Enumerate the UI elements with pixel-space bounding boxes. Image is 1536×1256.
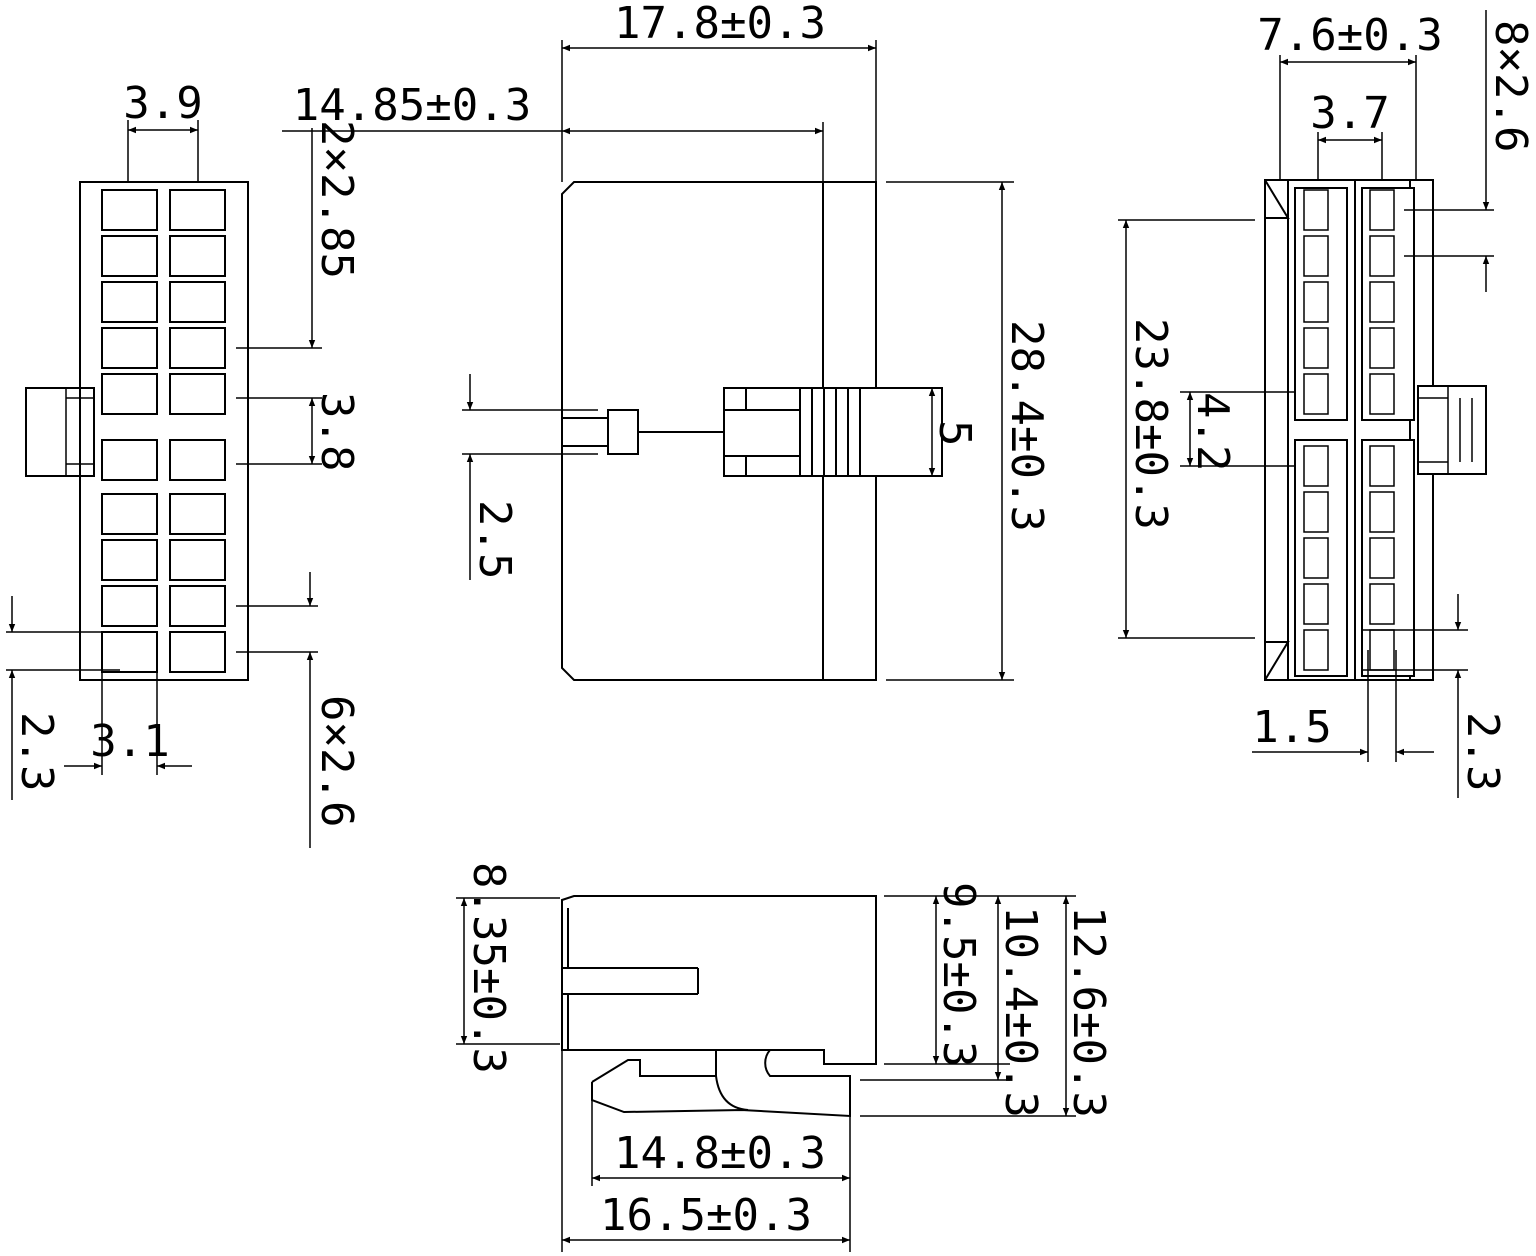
rear-height-label: 23.8±0.3	[1125, 318, 1176, 530]
rear-contact	[1303, 629, 1329, 671]
rear-contact	[1369, 281, 1395, 323]
front-cavity	[169, 631, 226, 673]
rear-contact	[1369, 445, 1395, 487]
front-cavity	[101, 631, 158, 673]
front-cavity	[169, 539, 226, 581]
rear-contact	[1369, 327, 1395, 369]
front-cavity	[169, 327, 226, 369]
front-view: 3.9 2×2.85 3.8 6×2.6 2.3 3.1	[6, 78, 362, 848]
front-cavity	[169, 281, 226, 323]
front-cell-label: 3.1	[90, 716, 169, 767]
side-h2-label: 10.4±0.3	[995, 906, 1046, 1118]
rear-view-latch	[1417, 385, 1487, 475]
front-cavity	[169, 373, 226, 415]
front-cavity	[101, 539, 158, 581]
front-top-pitch-label: 2×2.85	[311, 120, 362, 279]
top-height-label: 28.4±0.3	[1001, 320, 1052, 532]
front-cavity	[101, 439, 158, 481]
rear-contact	[1303, 327, 1329, 369]
front-view-latch	[25, 387, 95, 477]
front-cavity	[169, 585, 226, 627]
front-gap-label: 3.8	[311, 392, 362, 471]
front-cavity	[169, 235, 226, 277]
rear-contact	[1369, 189, 1395, 231]
side-len1-label: 14.8±0.3	[614, 1128, 826, 1179]
front-cavity	[169, 493, 226, 535]
top-view: 17.8±0.3 14.85±0.3 28.4±0.3 5 2.5	[282, 0, 1052, 681]
side-slot-height-label: 8.35±0.3	[463, 862, 514, 1074]
rear-contact	[1303, 281, 1329, 323]
top-view-peg	[607, 409, 639, 455]
rear-contact	[1369, 583, 1395, 625]
front-cavity	[101, 493, 158, 535]
rear-contact	[1303, 491, 1329, 533]
rear-contact	[1303, 235, 1329, 277]
rear-contact	[1303, 583, 1329, 625]
side-view-latch-arm	[591, 1050, 717, 1083]
top-width-label: 17.8±0.3	[614, 0, 826, 49]
rear-contact	[1369, 491, 1395, 533]
rear-edge-label: 2.3	[1457, 712, 1508, 791]
rear-contact	[1303, 445, 1329, 487]
front-edge-label: 2.3	[11, 712, 62, 791]
front-cavity	[101, 189, 158, 231]
side-len2-label: 16.5±0.3	[600, 1190, 812, 1241]
top-peg-label: 2.5	[469, 500, 520, 579]
side-h1-label: 9.5±0.3	[933, 882, 984, 1067]
top-depth-label: 14.85±0.3	[293, 80, 531, 131]
rear-slot-label: 1.5	[1252, 702, 1331, 753]
side-h3-label: 12.6±0.3	[1063, 906, 1114, 1118]
rear-contact	[1369, 235, 1395, 277]
rear-inner-label: 3.7	[1310, 88, 1389, 139]
front-cavity	[169, 189, 226, 231]
rear-contact	[1303, 537, 1329, 579]
front-cavity	[101, 281, 158, 323]
rear-contact	[1369, 537, 1395, 579]
rear-width-label: 7.6±0.3	[1257, 10, 1442, 61]
top-latch-label: 5	[929, 420, 980, 447]
rear-view: 7.6±0.3 3.7 8×2.6 23.8±0.3 4.2 1.5	[1118, 10, 1536, 798]
rear-center-gap-label: 4.2	[1187, 392, 1238, 471]
side-view-body	[561, 895, 877, 1065]
rear-contact	[1303, 189, 1329, 231]
front-view-cavity-grid	[101, 189, 226, 673]
front-bottom-pitch-label: 6×2.6	[311, 695, 362, 827]
side-view: 8.35±0.3 9.5±0.3 10.4±0.3 12.6±0.3 14.8±…	[456, 862, 1114, 1252]
rear-contact	[1369, 373, 1395, 415]
front-view-housing	[79, 181, 249, 681]
front-cavity	[101, 585, 158, 627]
front-col-pitch-label: 3.9	[123, 78, 202, 129]
rear-contact	[1303, 373, 1329, 415]
front-cavity	[101, 327, 158, 369]
front-cavity	[101, 235, 158, 277]
front-cavity	[101, 373, 158, 415]
front-cavity	[169, 439, 226, 481]
rear-pitch-label: 8×2.6	[1485, 20, 1536, 152]
